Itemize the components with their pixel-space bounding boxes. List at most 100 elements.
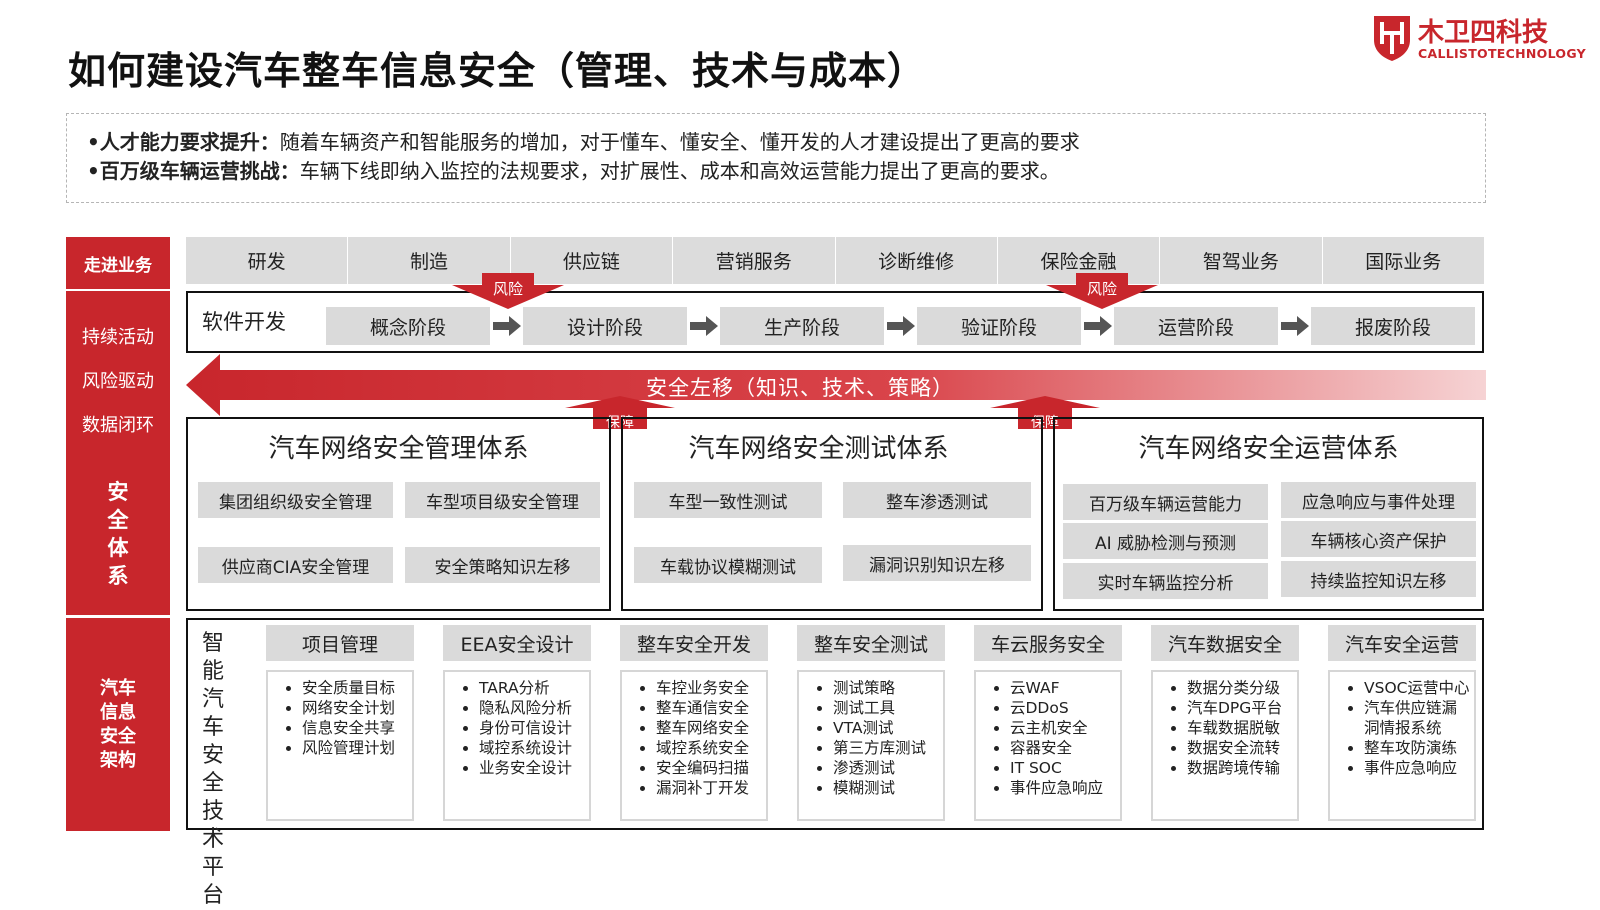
right-arrow-icon xyxy=(1084,316,1112,336)
label-activities-security: 持续活动 风险驱动 数据闭环 安 全 体 系 xyxy=(66,291,170,615)
platform-column-list: TARA分析 隐私风险分析 身份可信设计 域控系统设计 业务安全设计 xyxy=(443,670,591,821)
list-item: 测试策略 xyxy=(833,678,937,698)
list-item: 汽车DPG平台 xyxy=(1187,698,1291,718)
system-item: 百万级车辆运营能力 xyxy=(1063,484,1268,520)
platform-column-title: 车云服务安全 xyxy=(974,625,1122,661)
system-item: 应急响应与事件处理 xyxy=(1281,482,1476,518)
label-security-system: 安 全 体 系 xyxy=(108,478,129,590)
risk-label: 风险 xyxy=(1086,280,1117,298)
system-item: 持续监控知识左移 xyxy=(1281,561,1476,597)
system-item: 整车渗透测试 xyxy=(843,482,1031,518)
business-item: 制造 xyxy=(348,237,511,284)
business-bar: 研发 制造 供应链 营销服务 诊断维修 保险金融 智驾业务 国际业务 xyxy=(186,237,1484,284)
platform-column-title: 汽车数据安全 xyxy=(1151,625,1299,661)
list-item: 云主机安全 xyxy=(1010,718,1114,738)
label-line: 汽车 xyxy=(100,677,136,699)
operations-system-box xyxy=(1053,417,1484,611)
list-item: 事件应急响应 xyxy=(1010,778,1114,798)
right-arrow-icon xyxy=(493,316,521,336)
logo-text-en: CALLISTOTECHNOLOGY xyxy=(1418,46,1586,61)
system-item: 实时车辆监控分析 xyxy=(1063,563,1268,599)
label-char: 系 xyxy=(107,564,129,588)
shift-left-label: 安全左移（知识、技术、策略） xyxy=(646,376,954,400)
right-arrow-icon xyxy=(1281,316,1309,336)
list-item: 风险管理计划 xyxy=(302,738,406,758)
platform-column-title: 整车安全测试 xyxy=(797,625,945,661)
business-item: 营销服务 xyxy=(673,237,836,284)
system-item: 集团组织级安全管理 xyxy=(198,482,393,518)
platform-box xyxy=(186,618,1484,830)
page-title: 如何建设汽车整车信息安全（管理、技术与成本） xyxy=(68,49,927,93)
platform-column-list: VSOC运营中心 汽车供应链漏 洞情报系统 整车攻防演练 事件应急响应 xyxy=(1328,670,1476,821)
list-item: 数据跨境传输 xyxy=(1187,758,1291,778)
platform-column-title: EEA安全设计 xyxy=(443,625,591,661)
business-item: 智驾业务 xyxy=(1160,237,1323,284)
platform-name-line: 智能 xyxy=(202,631,225,684)
phase-box: 报废阶段 xyxy=(1311,307,1475,345)
platform-column-list: 测试策略 测试工具 VTA测试 第三方库测试 渗透测试 模糊测试 xyxy=(797,670,945,821)
label-activity: 风险驱动 xyxy=(82,371,154,392)
phase-box: 概念阶段 xyxy=(326,307,490,345)
software-dev-label: 软件开发 xyxy=(202,310,286,334)
system-item: 安全策略知识左移 xyxy=(405,547,600,583)
company-logo: 木卫四科技 CALLISTOTECHNOLOGY xyxy=(1372,10,1586,68)
list-item: 整车通信安全 xyxy=(656,698,760,718)
intro-box: •人才能力要求提升：随着车辆资产和智能服务的增加，对于懂车、懂安全、懂开发的人才… xyxy=(66,113,1486,203)
system-item: 漏洞识别知识左移 xyxy=(843,545,1031,581)
guard-label: 保障 xyxy=(606,415,634,431)
phase-box: 验证阶段 xyxy=(917,307,1081,345)
system-item: 车辆核心资产保护 xyxy=(1281,521,1476,557)
right-arrow-icon xyxy=(887,316,915,336)
intro-line-text: 车辆下线即纳入监控的法规要求，对扩展性、成本和高效运营能力提出了更高的要求。 xyxy=(299,159,1060,183)
platform-column-title: 汽车安全运营 xyxy=(1328,625,1476,661)
list-item: 隐私风险分析 xyxy=(479,698,583,718)
label-char: 全 xyxy=(107,508,129,532)
system-item: 车型一致性测试 xyxy=(634,482,822,518)
label-line: 安全 xyxy=(100,725,136,747)
intro-line-bold: •人才能力要求提升： xyxy=(87,130,280,154)
management-system-box xyxy=(186,417,611,611)
phase-box: 运营阶段 xyxy=(1114,307,1278,345)
intro-line-text: 随着车辆资产和智能服务的增加，对于懂车、懂安全、懂开发的人才建设提出了更高的要求 xyxy=(279,130,1080,154)
system-item: 车载协议模糊测试 xyxy=(634,547,822,583)
logo-text-cn: 木卫四科技 xyxy=(1418,18,1549,48)
list-item: 事件应急响应 xyxy=(1364,758,1468,778)
business-item: 供应链 xyxy=(511,237,674,284)
list-item: 第三方库测试 xyxy=(833,738,937,758)
list-item: 数据安全流转 xyxy=(1187,738,1291,758)
list-item: 身份可信设计 xyxy=(479,718,583,738)
platform-name: 智能 汽车 安全 技术 平台 xyxy=(202,630,232,910)
label-char: 体 xyxy=(107,536,129,560)
list-item: 容器安全 xyxy=(1010,738,1114,758)
list-item: 整车攻防演练 xyxy=(1364,738,1468,758)
list-item: 渗透测试 xyxy=(833,758,937,778)
intro-line: •人才能力要求提升：随着车辆资产和智能服务的增加，对于懂车、懂安全、懂开发的人才… xyxy=(87,128,1465,157)
guard-label: 保障 xyxy=(1031,415,1059,431)
guard-up-arrow-icon xyxy=(565,396,675,429)
list-item: 测试工具 xyxy=(833,698,937,718)
list-item: 整车网络安全 xyxy=(656,718,760,738)
platform-column-list: 云WAF 云DDoS 云主机安全 容器安全 IT SOC 事件应急响应 xyxy=(974,670,1122,821)
guard-up-arrow-icon xyxy=(990,396,1100,429)
list-item: 漏洞补丁开发 xyxy=(656,778,760,798)
list-item: 车载数据脱敏 xyxy=(1187,718,1291,738)
list-item: VTA测试 xyxy=(833,718,937,738)
system-title: 汽车网络安全运营体系 xyxy=(1138,434,1399,464)
risk-label: 风险 xyxy=(492,280,523,298)
testing-system-box xyxy=(621,417,1043,611)
business-item: 国际业务 xyxy=(1365,251,1442,273)
phase-box: 生产阶段 xyxy=(720,307,884,345)
system-item: 车型项目级安全管理 xyxy=(405,482,600,518)
label-activity: 持续活动 xyxy=(82,327,154,348)
list-item: 域控系统设计 xyxy=(479,738,583,758)
label-architecture: 汽车 信息 安全 架构 xyxy=(66,618,170,831)
platform-column-list: 安全质量目标 网络安全计划 信息安全共享 风险管理计划 xyxy=(266,670,414,821)
label-line: 架构 xyxy=(100,749,136,771)
label-char: 安 xyxy=(107,480,129,504)
platform-name-line: 平台 xyxy=(202,855,225,908)
business-item: 诊断维修 xyxy=(836,237,998,284)
label-activity: 数据闭环 xyxy=(82,415,154,436)
platform-column-title: 项目管理 xyxy=(266,625,414,661)
list-item: 数据分类分级 xyxy=(1187,678,1291,698)
list-item: 汽车供应链漏 xyxy=(1364,698,1468,718)
